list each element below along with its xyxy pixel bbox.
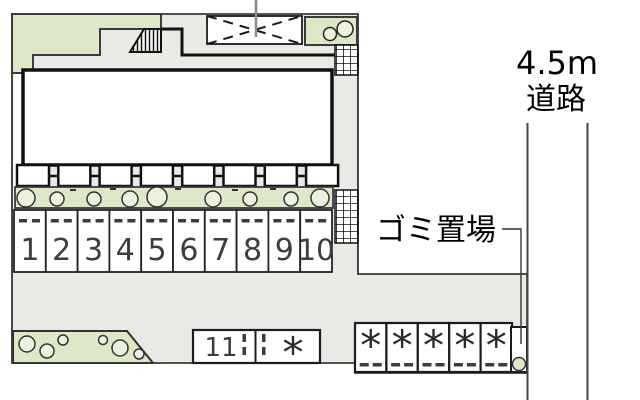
bush-icon bbox=[511, 356, 527, 372]
parking-row-bottom: 11 * bbox=[191, 328, 322, 377]
bush-icon bbox=[146, 186, 168, 208]
parking-space-10: 10 bbox=[298, 209, 335, 273]
bush-icon bbox=[283, 191, 299, 207]
space-number: 5 bbox=[148, 233, 167, 268]
crossed-area bbox=[206, 15, 303, 45]
parking-space-4: 4 bbox=[108, 209, 143, 273]
bush-icon bbox=[310, 188, 330, 208]
space-number: 6 bbox=[179, 233, 198, 268]
garbage-leader-line bbox=[502, 228, 522, 344]
balcony bbox=[263, 163, 299, 188]
parking-space-2: 2 bbox=[44, 209, 79, 273]
bush-icon bbox=[204, 190, 222, 208]
garbage-area-label: ゴミ置場 bbox=[376, 213, 496, 248]
bush-icon bbox=[49, 191, 65, 207]
parking-space-reserved: * bbox=[416, 321, 451, 374]
space-number: 11 bbox=[204, 333, 237, 363]
parking-space-7: 7 bbox=[203, 209, 238, 273]
bush-icon bbox=[121, 190, 139, 208]
bush-icon bbox=[336, 20, 354, 38]
landscape-top-left bbox=[11, 13, 162, 74]
hatched-area-mid bbox=[334, 189, 359, 244]
balcony bbox=[15, 163, 51, 188]
space-number: 10 bbox=[298, 233, 335, 267]
parking-space-reserved: * bbox=[448, 321, 482, 374]
parking-space-reserved: * bbox=[385, 321, 419, 374]
parking-space-8: 8 bbox=[235, 209, 270, 273]
balcony bbox=[139, 163, 175, 188]
balcony bbox=[304, 163, 340, 188]
garbage-area bbox=[510, 326, 528, 373]
approach-path-line bbox=[161, 27, 335, 57]
parking-space-reserved: * bbox=[262, 328, 304, 377]
balcony bbox=[98, 163, 133, 188]
space-number: 2 bbox=[52, 233, 71, 268]
parking-space-11: 11 bbox=[204, 333, 246, 363]
space-marker: * bbox=[454, 321, 475, 370]
bush-icon bbox=[97, 334, 109, 346]
parking-space-5: 5 bbox=[140, 209, 174, 273]
parking-space-6: 6 bbox=[172, 209, 206, 273]
parking-row-right: * * * * * bbox=[353, 321, 514, 374]
road-name-label: 道路 bbox=[526, 82, 586, 117]
bush-icon bbox=[57, 334, 69, 346]
balcony bbox=[57, 163, 92, 188]
space-number: 8 bbox=[243, 233, 262, 268]
bush-icon bbox=[111, 339, 129, 357]
parking-space-reserved: * bbox=[353, 321, 388, 374]
balcony bbox=[180, 163, 216, 188]
space-marker: * bbox=[392, 321, 413, 370]
balcony-row bbox=[15, 163, 340, 188]
parking-space-reserved: * bbox=[479, 321, 514, 374]
building-outline bbox=[21, 68, 334, 167]
space-number: 9 bbox=[275, 233, 294, 268]
bush-icon bbox=[18, 335, 36, 353]
parking-space-1: 1 bbox=[13, 209, 47, 273]
landscape-strip bbox=[14, 186, 334, 209]
parking-row-top: 1 2 3 4 5 6 7 bbox=[13, 209, 335, 273]
landscape-bottom-left bbox=[12, 330, 156, 364]
balcony bbox=[222, 163, 257, 188]
space-number: 1 bbox=[20, 233, 39, 268]
space-number: 7 bbox=[211, 233, 230, 268]
space-marker: * bbox=[486, 321, 507, 370]
bush-icon bbox=[242, 191, 258, 207]
bush-icon bbox=[86, 191, 102, 207]
space-marker: * bbox=[360, 321, 381, 370]
left-walkway bbox=[13, 70, 22, 208]
bush-icon bbox=[133, 348, 145, 360]
space-marker: * bbox=[283, 328, 304, 377]
space-number: 4 bbox=[116, 233, 135, 268]
space-marker: * bbox=[423, 321, 444, 370]
road-width-label: 4.5m bbox=[516, 44, 598, 82]
parking-space-9: 9 bbox=[267, 209, 302, 273]
hatched-area-top bbox=[334, 44, 359, 76]
space-number: 3 bbox=[84, 233, 103, 268]
bush-icon bbox=[16, 188, 36, 208]
bush-icon bbox=[322, 26, 338, 42]
bush-icon bbox=[39, 343, 55, 359]
landscape-top-right bbox=[304, 16, 358, 46]
parking-space-3: 3 bbox=[76, 209, 111, 273]
